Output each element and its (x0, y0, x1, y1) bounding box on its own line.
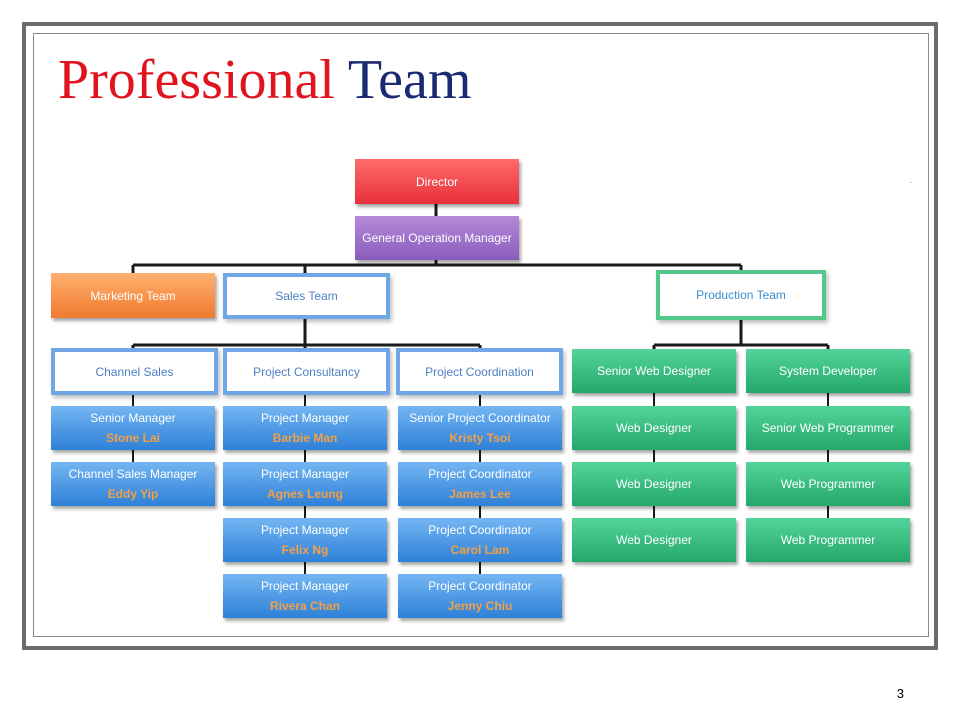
division-label: Senior Web Designer (597, 364, 711, 378)
member-box: Project Coordinator Jenny Chiu (398, 574, 562, 618)
member-role: Senior Manager (90, 411, 176, 425)
division-label: System Developer (778, 364, 878, 378)
member-box: Web Designer (572, 406, 736, 450)
member-box: Channel Sales Manager Eddy Yip (51, 462, 215, 506)
member-person: Stone Lai (105, 431, 160, 445)
sales-team-label: Sales Team (275, 289, 338, 303)
marketing-team-label: Marketing Team (90, 288, 176, 303)
member-box: Web Programmer (746, 462, 910, 506)
member-person: Jenny Chiu (447, 599, 513, 613)
director-box: Director (355, 159, 519, 204)
member-role: Project Manager (260, 467, 350, 481)
member-role: Project Manager (260, 411, 350, 425)
page-number: 3 (896, 686, 904, 701)
member-role: Web Designer (616, 477, 692, 491)
division-project-coordination-box: Project Coordination (396, 348, 563, 395)
division-label: Project Coordination (425, 364, 534, 379)
member-box: Web Programmer (746, 518, 910, 562)
stray-dot (910, 182, 912, 183)
member-role: Project Manager (260, 523, 350, 537)
member-role: Channel Sales Manager (68, 467, 198, 481)
member-person: Felix Ng (281, 543, 329, 557)
sales-team-box: Sales Team (223, 273, 390, 319)
member-person: Eddy Yip (107, 487, 159, 501)
production-team-label: Production Team (696, 288, 786, 302)
production-team-box: Production Team (656, 270, 826, 320)
member-box: Senior Project Coordinator Kristy Tsoi (398, 406, 562, 450)
member-box: Project Manager Agnes Leung (223, 462, 387, 506)
marketing-team-box: Marketing Team (51, 273, 215, 318)
member-person: Kristy Tsoi (449, 431, 511, 445)
division-label: Project Consultancy (253, 364, 360, 379)
member-role: Project Coordinator (428, 523, 532, 537)
division-senior-web-designer-box: Senior Web Designer (572, 349, 736, 393)
member-box: Project Manager Felix Ng (223, 518, 387, 562)
division-system-developer-box: System Developer (746, 349, 910, 393)
division-label: Channel Sales (95, 364, 174, 379)
general-manager-box: General Operation Manager (355, 216, 519, 260)
member-box: Project Manager Rivera Chan (223, 574, 387, 618)
member-box: Web Designer (572, 462, 736, 506)
member-role: Senior Project Coordinator (409, 411, 551, 425)
member-box: Web Designer (572, 518, 736, 562)
member-role: Project Manager (260, 579, 350, 593)
member-role: Web Designer (616, 533, 692, 547)
member-person: Rivera Chan (269, 599, 341, 613)
member-person: Agnes Leung (266, 487, 343, 501)
member-box: Project Coordinator James Lee (398, 462, 562, 506)
division-project-consultancy-box: Project Consultancy (223, 348, 390, 395)
slide-inner-frame (33, 33, 929, 637)
member-role: Web Designer (616, 421, 692, 435)
title-word-professional: Professional (58, 49, 335, 111)
director-label: Director (415, 174, 458, 189)
member-box: Project Coordinator Carol Lam (398, 518, 562, 562)
member-role: Web Programmer (780, 477, 876, 491)
member-person: Barbie Man (272, 431, 338, 445)
member-role: Senior Web Programmer (761, 421, 895, 435)
member-person: James Lee (449, 487, 511, 501)
division-channel-sales-box: Channel Sales (51, 348, 218, 395)
slide-title: Professional Team (58, 52, 471, 108)
general-manager-label: General Operation Manager (362, 231, 512, 245)
member-box: Senior Web Programmer (746, 406, 910, 450)
member-role: Project Coordinator (428, 579, 532, 593)
member-role: Project Coordinator (428, 467, 532, 481)
title-word-team: Team (347, 49, 472, 111)
member-person: Carol Lam (450, 543, 510, 557)
member-box: Project Manager Barbie Man (223, 406, 387, 450)
member-box: Senior Manager Stone Lai (51, 406, 215, 450)
member-role: Web Programmer (780, 533, 876, 547)
